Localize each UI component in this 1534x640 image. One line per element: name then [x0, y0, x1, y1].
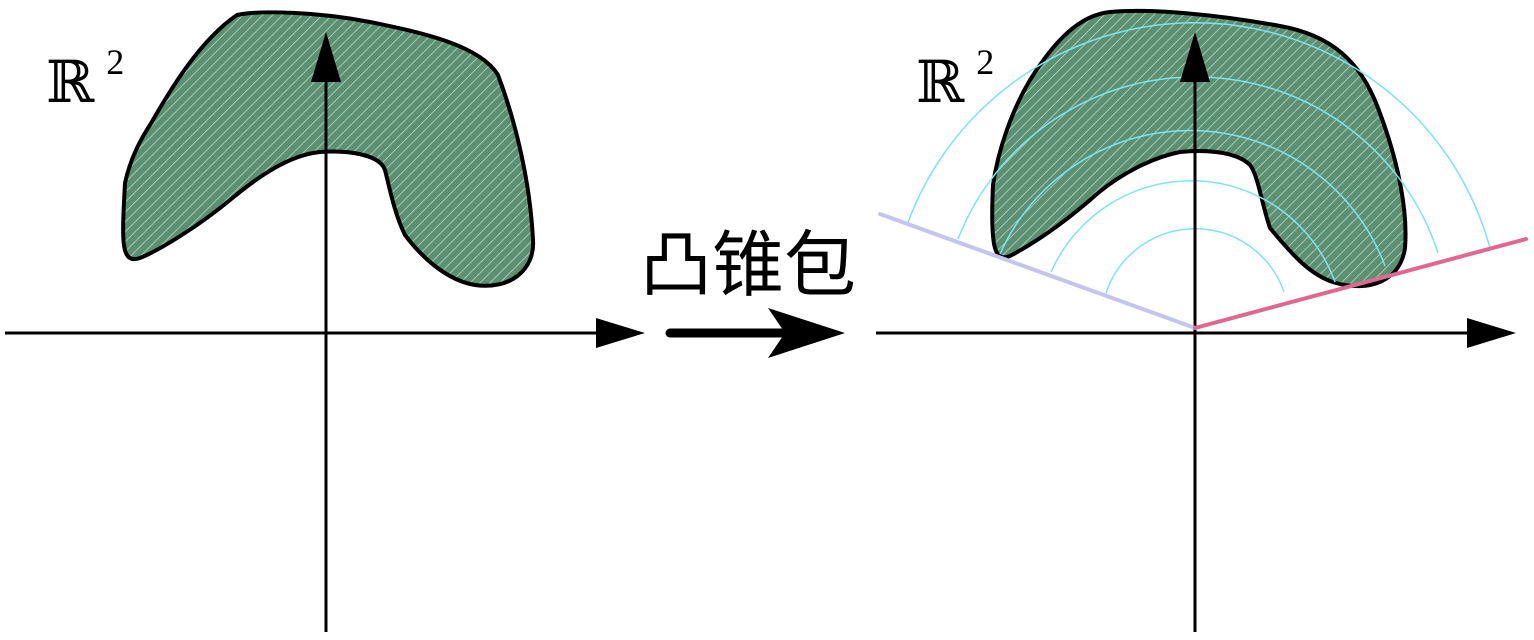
right-space-label: ℝ 2	[916, 42, 994, 116]
cone-arc-3	[999, 129, 1386, 267]
right-space-symbol: ℝ	[916, 48, 965, 116]
right-x-axis-arrowhead	[1467, 318, 1516, 348]
right-space-exponent: 2	[976, 42, 994, 82]
transform-operator: 凸锥包	[640, 223, 856, 358]
left-panel: ℝ 2	[5, 10, 645, 632]
cone-left-ray	[878, 212, 1197, 330]
left-space-exponent: 2	[106, 42, 124, 82]
cone-arc-5	[906, 22, 1491, 249]
left-space-symbol: ℝ	[46, 48, 95, 116]
left-nonconvex-region	[121, 10, 536, 288]
transform-label: 凸锥包	[640, 223, 856, 307]
right-nonconvex-region	[990, 8, 1408, 289]
right-y-axis-arrowhead	[1180, 32, 1210, 82]
right-panel: ℝ 2	[876, 8, 1528, 632]
left-y-axis-arrowhead	[311, 32, 341, 82]
cone-right-ray	[1193, 237, 1528, 330]
left-space-label: ℝ 2	[46, 42, 124, 116]
transform-arrow-head	[768, 308, 845, 358]
left-x-axis-arrowhead	[596, 318, 645, 348]
